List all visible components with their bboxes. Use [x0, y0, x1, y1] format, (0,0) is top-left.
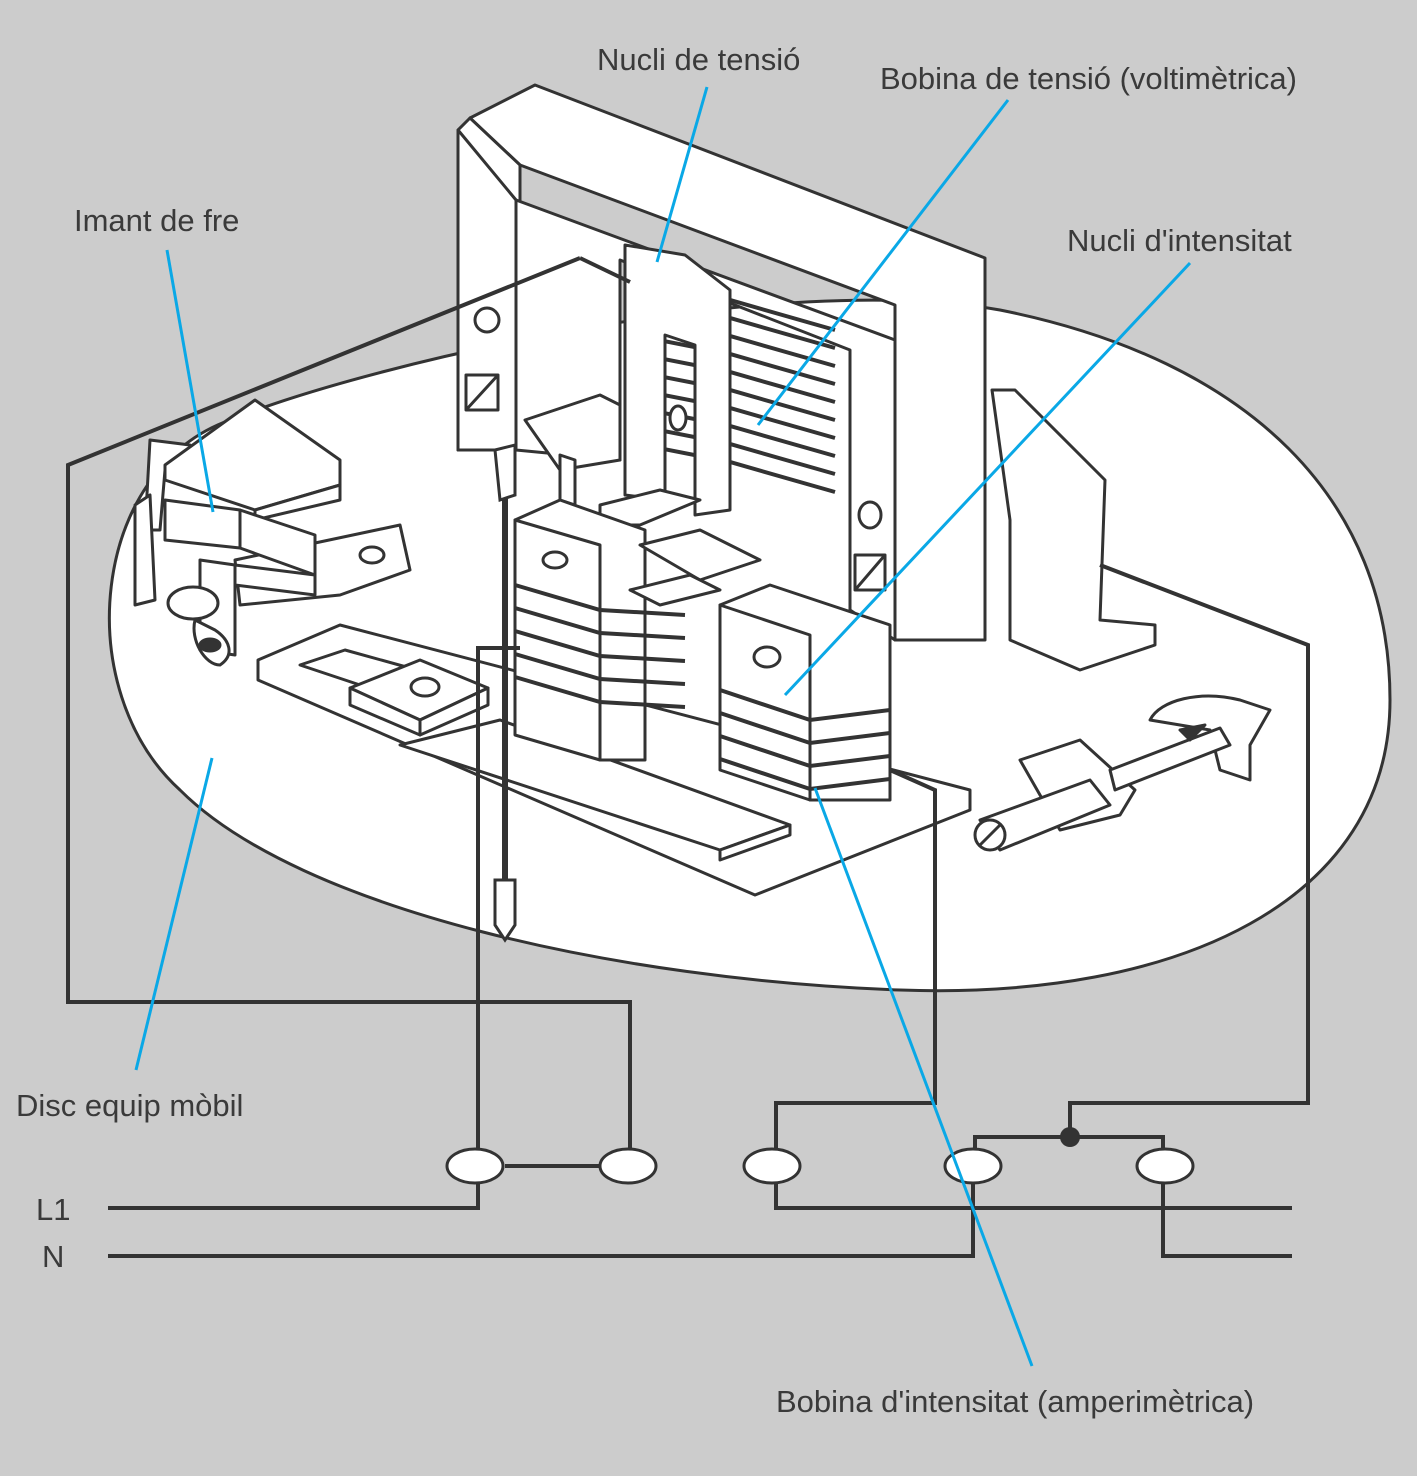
callout-disc [134, 757, 214, 1071]
terminal-2 [598, 1147, 658, 1185]
adjustment-screw [973, 388, 1272, 852]
terminal-3 [742, 1147, 802, 1185]
label-l1: L1 [36, 1192, 71, 1227]
current-core [513, 498, 892, 802]
label-disc-equip-mobil: Disc equip mòbil [16, 1088, 244, 1123]
callout-nucli-intensitat [783, 261, 1192, 697]
callout-imant [165, 249, 215, 513]
terminals [445, 1147, 1195, 1185]
label-bobina-tensio: Bobina de tensió (voltimètrica) [880, 61, 1297, 96]
label-bobina-intensitat: Bobina d'intensitat (amperimètrica) [776, 1384, 1255, 1419]
voltage-core [456, 83, 987, 642]
label-nucli-intensitat: Nucli d'intensitat [1067, 223, 1292, 258]
wiring [66, 256, 1310, 1258]
needle [493, 443, 517, 943]
callout-lines [134, 86, 1192, 1367]
callout-bobina-tensio [756, 99, 1010, 426]
current-coil [514, 583, 891, 792]
terminal-5 [1135, 1147, 1195, 1185]
label-nucli-tensio: Nucli de tensió [597, 42, 801, 77]
label-imant-fre: Imant de fre [74, 203, 240, 238]
terminal-1 [445, 1147, 505, 1185]
callout-bobina-intensitat [813, 787, 1034, 1367]
callout-nucli-tensio [655, 86, 709, 263]
label-n: N [42, 1239, 65, 1274]
junction-dot [1060, 1127, 1080, 1147]
